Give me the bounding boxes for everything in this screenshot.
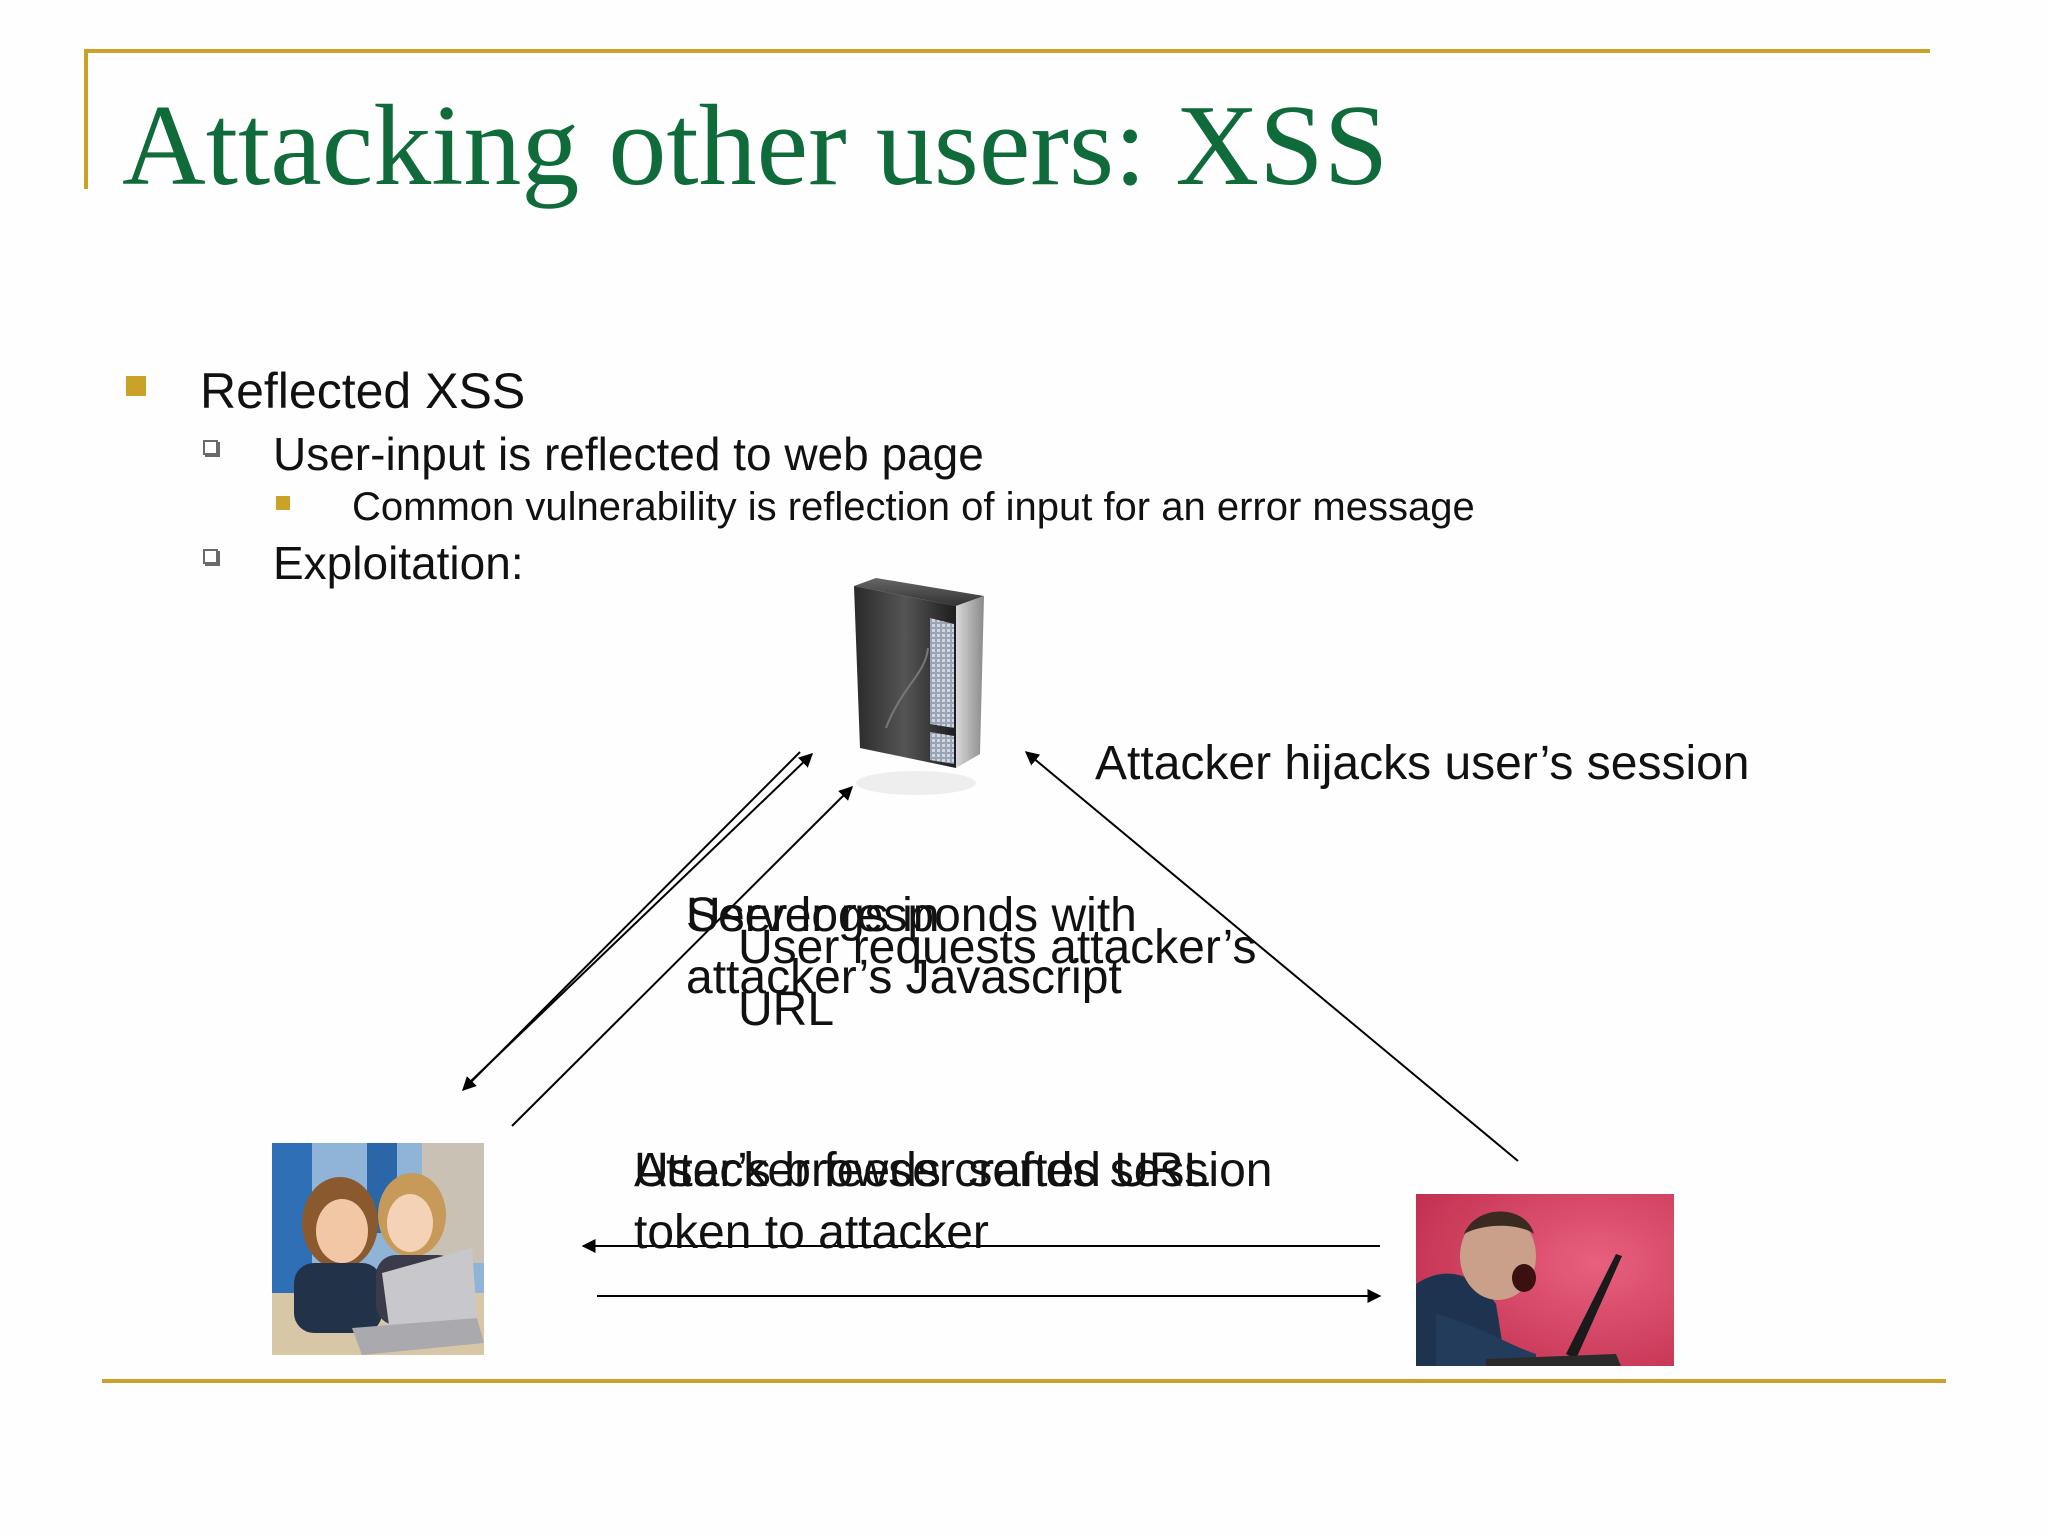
label-server-responds-line2: attacker’s Javascript: [686, 951, 1122, 1004]
server-tower-icon: [854, 578, 984, 795]
bullet-box-icon: [203, 549, 218, 564]
bottom-rule: [102, 1379, 1946, 1383]
users-at-laptop-photo: [272, 1143, 484, 1355]
label-attacker-feeds-url: Attacker feeds crafted URL: [634, 1144, 1211, 1197]
bullet-common-vulnerability: Common vulnerability is reflection of in…: [352, 485, 1475, 529]
label-browser-sends-line1: User’s browser sends session: [634, 1144, 1273, 1197]
bullet-exploitation: Exploitation:: [273, 537, 524, 589]
label-server-responds-line1: Server responds with: [686, 889, 1137, 942]
label-user-requests-url: User requests attacker’s URL: [738, 917, 1256, 1041]
label-server-responds: Server responds with attacker’s Javascri…: [686, 885, 1137, 1009]
bullet-small-square-icon: [276, 496, 290, 510]
bullet-user-input: User-input is reflected to web page: [273, 428, 984, 480]
bullet-box-icon: [203, 440, 218, 455]
left-rule: [84, 49, 88, 189]
label-user-requests-line1: User requests attacker’s: [738, 921, 1257, 974]
arrow-attacker-hijacks: [1024, 751, 1519, 1162]
label-browser-sends-token: User’s browser sends session token to at…: [634, 1140, 1272, 1264]
bullet-square-icon: [126, 376, 146, 396]
top-rule: [84, 49, 1930, 53]
arrow-server-responds: [462, 751, 801, 1091]
slide-title: Attacking other users: XSS: [122, 82, 1389, 210]
arrow-user-logs-in: [469, 753, 814, 1083]
label-browser-sends-line2: token to attacker: [634, 1206, 989, 1259]
label-user-requests-line2: URL: [738, 983, 835, 1036]
label-user-logs-in: User logs in: [686, 889, 940, 942]
arrow-user-requests-url: [511, 786, 853, 1127]
bullet-reflected-xss: Reflected XSS: [200, 363, 526, 419]
angry-attacker-photo: [1416, 1194, 1674, 1366]
label-attacker-hijacks: Attacker hijacks user’s session: [1095, 737, 1750, 790]
